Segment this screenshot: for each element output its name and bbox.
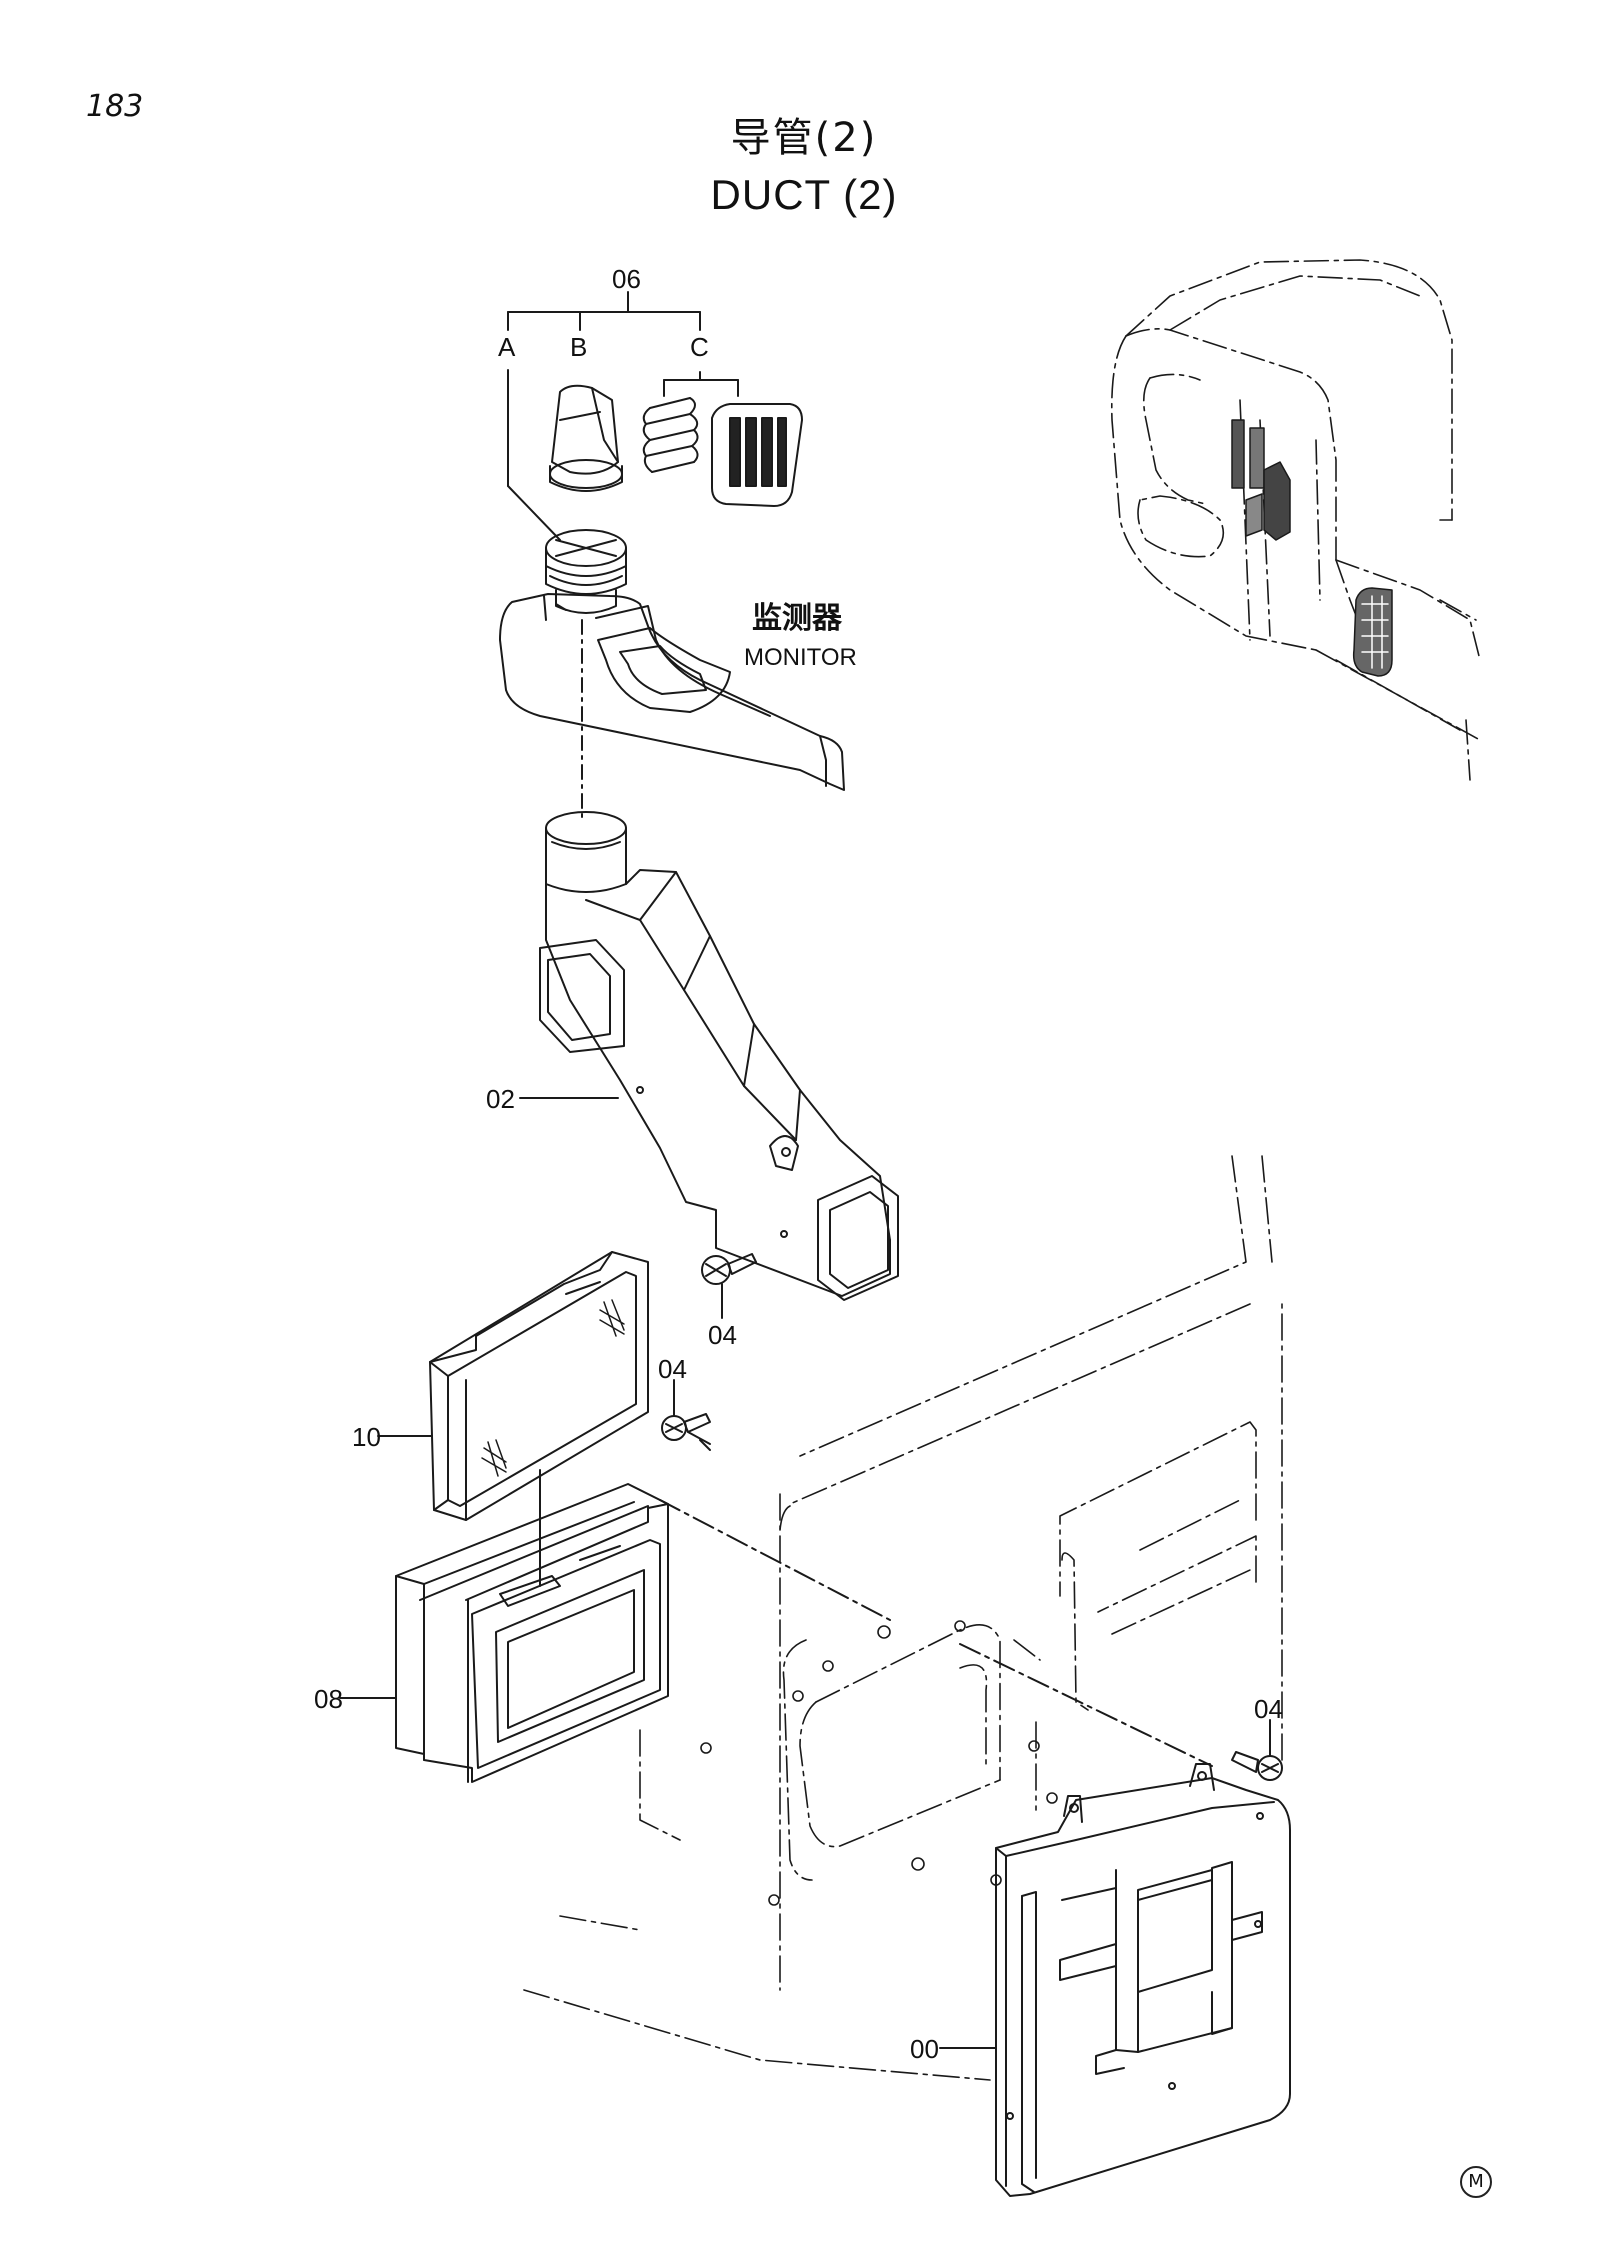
vent-grille-part [712, 404, 802, 506]
cab-overview-highlights [1232, 420, 1392, 676]
air-filter-part [430, 1252, 648, 1520]
cab-rear-panel [524, 1156, 1282, 2080]
filter-case-part [396, 1484, 668, 1782]
callout-00: 00 [910, 2034, 939, 2064]
callout-06-a: A [498, 332, 516, 362]
screw-part-upper [702, 1254, 756, 1318]
monitor-housing-part [500, 594, 844, 790]
callout-bracket-06 [508, 292, 738, 540]
page-title-english: DUCT (2) [710, 171, 898, 218]
callout-06-b: B [570, 332, 588, 362]
page-title-chinese: 导管(2) [730, 115, 878, 161]
callout-06: 06 [612, 264, 641, 294]
callout-04-lower: 04 [1254, 1694, 1283, 1724]
monitor-label-chinese: 监测器 [752, 601, 842, 636]
callout-10: 10 [352, 1422, 381, 1452]
cab-overview-inset [1112, 260, 1480, 780]
corner-mark: M [1460, 2166, 1492, 2198]
callout-06-c: C [690, 332, 709, 362]
callout-08: 08 [314, 1684, 343, 1714]
round-vent-ring-part [546, 530, 626, 613]
louver-fins-part [644, 398, 698, 472]
callout-04-upper: 04 [708, 1320, 737, 1350]
screw-part-middle [662, 1380, 710, 1444]
main-duct-part [540, 812, 898, 1300]
heater-unit-part [996, 1764, 1290, 2196]
callout-02: 02 [486, 1084, 515, 1114]
vent-nozzle-part [550, 386, 622, 491]
screw-part-lower [1232, 1720, 1282, 1780]
cab-panel-holes [701, 1621, 1057, 1905]
callout-04-middle: 04 [658, 1354, 687, 1384]
monitor-label-english: MONITOR [744, 644, 857, 671]
page-number: 183 [86, 89, 144, 124]
